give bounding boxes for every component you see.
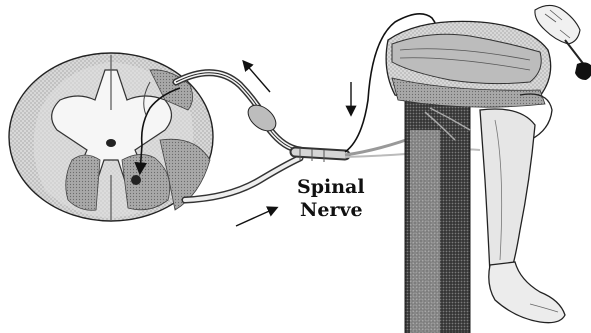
spinal-nerve-label-line2: Nerve [300, 199, 363, 221]
arrow-up-right [236, 208, 276, 226]
leg [386, 21, 565, 333]
spinal-nerve-label-line1: Spinal [297, 176, 365, 198]
arrow-up-left [244, 62, 270, 92]
